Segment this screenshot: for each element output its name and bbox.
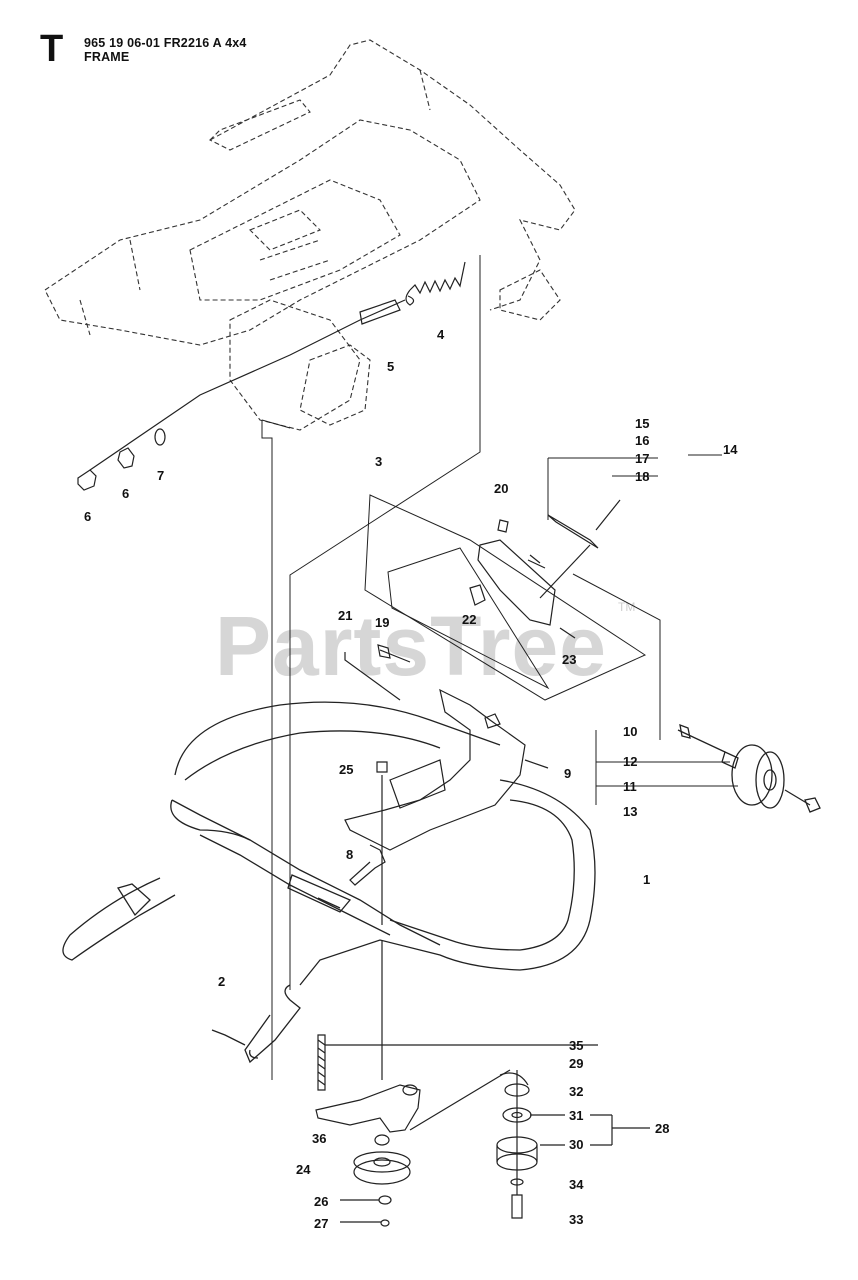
callout-24: 24 [296, 1162, 311, 1177]
callout-30: 30 [569, 1137, 583, 1152]
callout-15: 15 [635, 416, 649, 431]
wheel-assembly [677, 723, 821, 813]
main-frame [62, 701, 596, 1064]
callout-33: 33 [569, 1212, 583, 1227]
callout-22: 22 [462, 612, 476, 627]
callout-34: 34 [569, 1177, 584, 1192]
bolt-and-pin [349, 761, 388, 925]
axle-rod [344, 644, 411, 701]
pulley-stack [496, 1070, 650, 1219]
section-letter: T [40, 28, 64, 70]
callout-17: 17 [635, 451, 649, 466]
callout-11: 11 [623, 779, 637, 794]
callout-4: 4 [437, 327, 445, 342]
callout-32: 32 [569, 1084, 583, 1099]
callout-18: 18 [635, 469, 649, 484]
diagram-title: FRAME [84, 50, 130, 64]
callout-27: 27 [314, 1216, 328, 1231]
callout-6a: 6 [84, 509, 91, 524]
callout-3: 3 [375, 454, 382, 469]
callout-2: 2 [218, 974, 225, 989]
callout-labels: 1 2 3 4 5 6 6 7 8 9 10 11 12 13 14 15 16… [84, 327, 738, 1231]
watermark-tm: TM [618, 600, 636, 614]
callout-13: 13 [623, 804, 637, 819]
callout-12: 12 [623, 754, 637, 769]
callout-10: 10 [623, 724, 637, 739]
leader-lines-upper [261, 255, 738, 1080]
callout-6b: 6 [122, 486, 129, 501]
callout-21: 21 [338, 608, 352, 623]
callout-16: 16 [635, 433, 649, 448]
callout-20: 20 [494, 481, 508, 496]
callout-31: 31 [569, 1108, 583, 1123]
callout-29: 29 [569, 1056, 583, 1071]
callout-26: 26 [314, 1194, 328, 1209]
callout-7: 7 [157, 468, 164, 483]
callout-36: 36 [312, 1131, 326, 1146]
chassis-outline [44, 39, 576, 431]
callout-19: 19 [375, 615, 389, 630]
callout-8: 8 [346, 847, 353, 862]
fasteners-left [77, 428, 166, 491]
callout-35: 35 [569, 1038, 583, 1053]
callout-28: 28 [655, 1121, 669, 1136]
spring-link [89, 261, 466, 471]
callout-9: 9 [564, 766, 571, 781]
idler-arm [315, 940, 598, 1227]
mount-bracket [344, 688, 549, 851]
callout-1: 1 [643, 872, 650, 887]
callout-25: 25 [339, 762, 353, 777]
callout-5: 5 [387, 359, 394, 374]
callout-23: 23 [562, 652, 576, 667]
callout-14: 14 [723, 442, 738, 457]
bracket-assembly [469, 499, 621, 639]
model-number: 965 19 06-01 FR2216 A 4x4 [84, 36, 247, 50]
